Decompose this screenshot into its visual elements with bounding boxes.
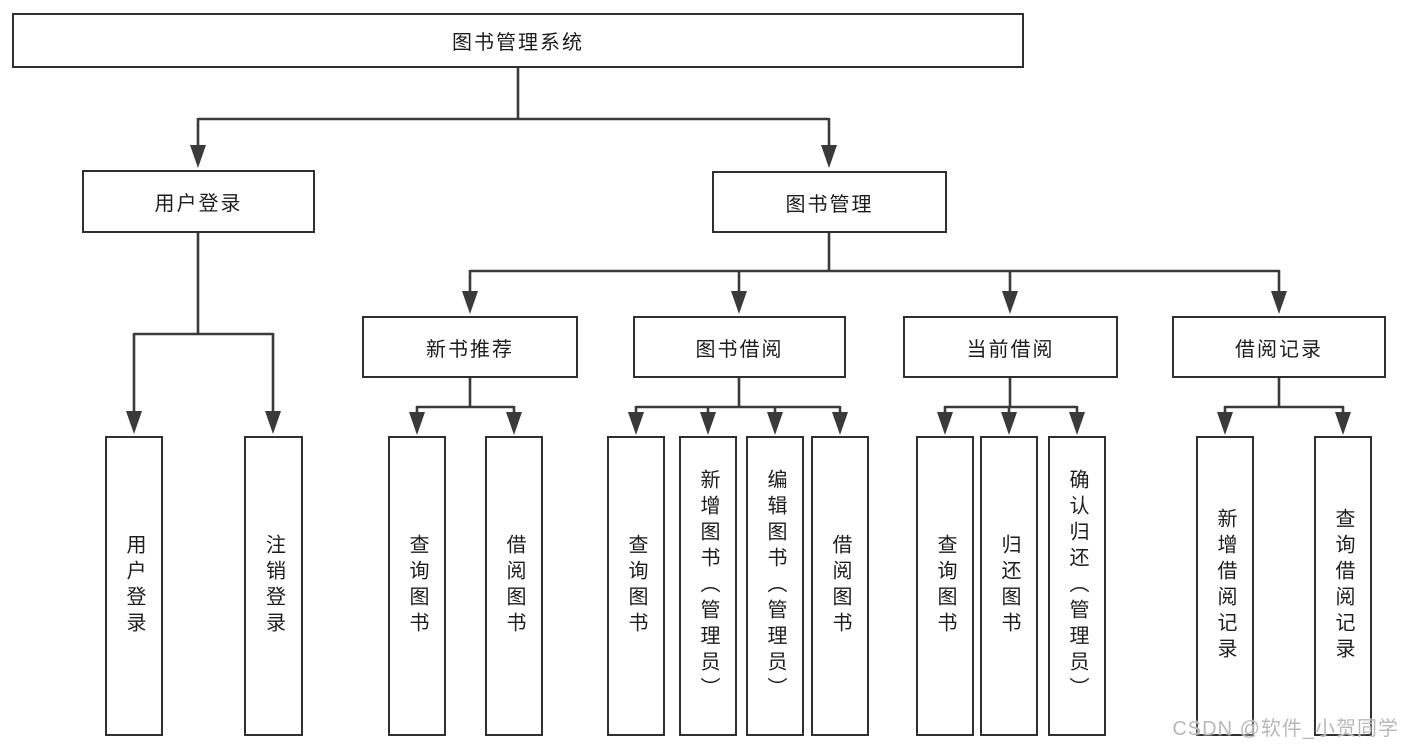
connector-lines (132, 68, 1345, 414)
arrow (1069, 412, 1085, 435)
arrow (937, 412, 953, 435)
arrow (700, 412, 716, 435)
node-user-login-label: 用户登录 (154, 193, 243, 215)
node-root: 图书管理系统 (12, 13, 1024, 68)
leaf-edit-books-admin: 编辑图书（管理员） (746, 436, 804, 736)
arrow (409, 412, 425, 435)
arrow (265, 411, 281, 434)
node-root-label: 图书管理系统 (452, 32, 584, 54)
leaf-query-books-recommend: 查询图书 (388, 436, 446, 736)
arrow (1335, 412, 1351, 435)
leaf-logout-label: 注销登录 (262, 534, 285, 638)
leaf-query-borrow-record-label: 查询借阅记录 (1332, 508, 1354, 664)
arrow (1001, 412, 1017, 435)
node-current-borrow: 当前借阅 (903, 316, 1118, 378)
leaf-edit-books-admin-label: 编辑图书（管理员） (764, 469, 786, 703)
node-user-login: 用户登录 (82, 170, 315, 233)
leaf-query-borrow-record: 查询借阅记录 (1314, 436, 1372, 736)
leaf-borrow-books-recommend-label: 借阅图书 (503, 534, 525, 638)
leaf-query-books-current: 查询图书 (916, 436, 974, 736)
node-new-book-recommend-label: 新书推荐 (426, 338, 514, 361)
leaf-confirm-return-admin-label: 确认归还（管理员） (1066, 469, 1088, 703)
arrow (462, 291, 478, 314)
arrow (126, 411, 142, 434)
leaf-return-books: 归还图书 (980, 436, 1038, 736)
node-new-book-recommend: 新书推荐 (362, 316, 578, 378)
arrow (1217, 412, 1233, 435)
arrow (767, 412, 783, 435)
leaf-borrow-books: 借阅图书 (811, 436, 869, 736)
arrow (731, 291, 747, 314)
arrow (1271, 291, 1287, 314)
node-book-management-label: 图书管理 (785, 193, 874, 216)
leaf-add-borrow-record: 新增借阅记录 (1196, 436, 1254, 736)
leaf-query-books-borrow-label: 查询图书 (625, 534, 647, 638)
node-book-borrow: 图书借阅 (633, 316, 846, 378)
leaf-query-books-borrow: 查询图书 (607, 436, 665, 736)
leaf-logout: 注销登录 (244, 436, 303, 736)
node-book-borrow-label: 图书借阅 (695, 338, 784, 361)
leaf-borrow-books-recommend: 借阅图书 (485, 436, 543, 736)
leaf-user-login-label: 用户登录 (123, 534, 145, 638)
arrow (1002, 291, 1018, 314)
arrowheads (126, 145, 1351, 435)
node-borrow-records-label: 借阅记录 (1235, 338, 1323, 361)
leaf-query-books-current-label: 查询图书 (934, 534, 956, 638)
arrow (190, 145, 206, 168)
node-book-management: 图书管理 (712, 171, 947, 233)
arrow (821, 145, 837, 168)
arrow (628, 412, 644, 435)
arrow (506, 412, 522, 435)
node-borrow-records: 借阅记录 (1172, 316, 1386, 378)
leaf-user-login: 用户登录 (105, 436, 163, 736)
leaf-add-borrow-record-label: 新增借阅记录 (1214, 508, 1236, 664)
leaf-return-books-label: 归还图书 (998, 534, 1020, 638)
node-current-borrow-label: 当前借阅 (966, 338, 1055, 361)
leaf-borrow-books-label: 借阅图书 (829, 534, 851, 638)
leaf-query-books-recommend-label: 查询图书 (406, 534, 428, 638)
leaf-add-books-admin-label: 新增图书（管理员） (697, 469, 719, 703)
leaf-confirm-return-admin: 确认归还（管理员） (1048, 436, 1106, 736)
csdn-watermark: CSDN @软件_小贺同学 (1172, 718, 1399, 740)
leaf-add-books-admin: 新增图书（管理员） (679, 436, 737, 736)
arrow (832, 412, 848, 435)
